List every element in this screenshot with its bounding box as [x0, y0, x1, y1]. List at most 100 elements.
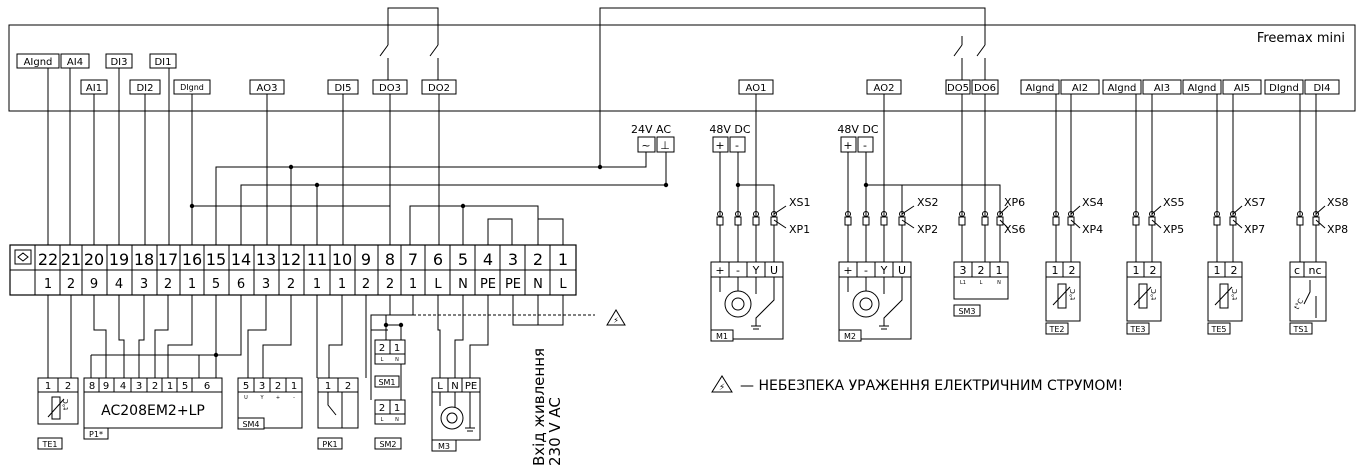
ts1-pin: nc [1308, 264, 1321, 277]
tb-num: 10 [332, 250, 352, 269]
connector-xs2-xp2 [844, 211, 906, 226]
hazard-triangle-schema [606, 309, 626, 326]
term-label: DI1 [154, 57, 171, 68]
device-te3-group: XS5 XP5 1 2 t°C TE3 [1126, 94, 1185, 335]
tb-num: 21 [61, 250, 81, 269]
m2-pin: U [898, 264, 906, 277]
term-label: DI2 [136, 83, 153, 94]
te5-pin: 2 [1231, 264, 1238, 277]
te2-label: TE2 [1048, 325, 1064, 334]
hazard-triangle-icon [711, 375, 733, 393]
m2-pin: Y [880, 264, 888, 277]
p1-pin: 4 [120, 381, 126, 392]
device-m3: L N PE M3 [431, 377, 481, 452]
relay-bridge-do3-do2 [387, 7, 439, 45]
tb-pin: 9 [90, 277, 98, 292]
tb-pin: 4 [115, 277, 123, 292]
m2-pin: - [864, 264, 868, 277]
device-sm3-group: XP6 XS6 3 2 1 L1 L N SM3 [866, 94, 1026, 317]
sm3-pin: 3 [960, 264, 967, 277]
pk1-pin: 2 [345, 381, 351, 392]
dc48-1-plus: + [715, 139, 724, 152]
sm4-sub: + [276, 395, 280, 401]
device-sm2: 2 1 L N SM2 [374, 399, 406, 450]
sm1-sub: N [395, 357, 399, 363]
sm1-pin: 1 [394, 343, 400, 354]
tb-num: 12 [281, 250, 301, 269]
ts1-label: TS1 [1292, 325, 1308, 334]
ground-icon [847, 277, 903, 330]
device-m2-group: 48V DC + - XS2 XP2 + - Y U M2 [837, 94, 939, 342]
term-box [149, 53, 177, 69]
tb-num: 17 [158, 250, 178, 269]
tb-pin: 3 [140, 277, 148, 292]
dc48-2-label: 48V DC [837, 123, 878, 136]
sm2-pin: 1 [394, 403, 400, 414]
term-box [1222, 79, 1262, 95]
term-label: AI5 [1234, 83, 1250, 94]
p1-pin: 9 [103, 381, 109, 392]
tb-pin: 2 [164, 277, 172, 292]
tb-num: 19 [109, 250, 129, 269]
sm2-label: SM2 [379, 440, 396, 449]
ac24-ground: ⊥ [660, 139, 670, 152]
sm4-sub: Y [259, 395, 264, 401]
tb-pin: L [559, 277, 567, 292]
te5-temp-symbol: t°C [1231, 289, 1239, 300]
tb-pin: N [533, 277, 543, 292]
term-label: AO1 [746, 83, 767, 94]
sm4-sub: U [244, 395, 248, 401]
relay-switch-do2 [429, 44, 439, 62]
xp5-label: XP5 [1163, 223, 1184, 236]
warning-text: — НЕБЕЗПЕКА УРАЖЕННЯ ЕЛЕКТРИЧНИМ СТРУМОМ… [740, 378, 1123, 394]
tb-pin: 1 [338, 277, 346, 292]
tb-num: 9 [361, 250, 371, 269]
xp4-label: XP4 [1082, 223, 1103, 236]
term-label: AO3 [257, 83, 278, 94]
p1-pin: 5 [182, 381, 188, 392]
term-box [1102, 79, 1142, 95]
xs5-label: XS5 [1163, 196, 1185, 209]
p1-pin: 8 [89, 381, 95, 392]
te3-pin: 2 [1150, 264, 1157, 277]
term-label: AIgnd [1188, 83, 1217, 94]
m3-pin: PE [465, 381, 477, 392]
lower-junctions [213, 322, 404, 358]
xs4-label: XS4 [1082, 196, 1104, 209]
relay-switch-do3 [379, 44, 389, 62]
tb-pin: 2 [386, 277, 394, 292]
terminal-block-numbers: 22 21 20 19 18 17 16 15 14 13 12 11 10 9… [38, 250, 568, 292]
tb-pin: N [458, 277, 468, 292]
device-sm4: 5 3 2 1 U Y + - SM4 [237, 377, 303, 430]
tb-pin: 1 [313, 277, 321, 292]
sm3-sub: L [980, 280, 983, 286]
device-te1: 1 2 t°C TE1 [37, 377, 79, 450]
terminal-block [9, 244, 577, 296]
term-label: DO2 [428, 83, 450, 94]
device-te5-group: XS7 XP7 1 2 t°C TE5 [1207, 94, 1266, 335]
te2-pin: 1 [1052, 264, 1059, 277]
xs6-label: XS6 [1004, 223, 1026, 236]
dc48-2-plus: + [843, 139, 852, 152]
tb-num: 8 [385, 250, 395, 269]
xp1-label: XP1 [789, 223, 810, 236]
tb-num: 16 [182, 250, 202, 269]
tb-pin: 1 [44, 277, 52, 292]
sm2-pin: 2 [379, 403, 385, 414]
term-label: AIgnd [1026, 83, 1055, 94]
terminal-block-icon-shape [17, 252, 29, 262]
relay-switch-do5 [953, 44, 963, 62]
device-sm1: 2 1 L N SM1 [374, 339, 406, 388]
device-ts1-group: XS8 XP8 c nc t°C TS1 [1289, 94, 1349, 335]
term-label: AIgnd [1108, 83, 1137, 94]
te3-temp-symbol: t°C [1150, 289, 1158, 300]
tb-num: 11 [307, 250, 327, 269]
tb-num: 2 [533, 250, 543, 269]
pk1-label: PK1 [322, 440, 337, 449]
p1-pin: 2 [152, 381, 158, 392]
m1-pin: U [770, 264, 778, 277]
term-label: DO3 [379, 83, 401, 94]
xs1-label: XS1 [789, 196, 811, 209]
xp6-label: XP6 [1004, 196, 1025, 209]
